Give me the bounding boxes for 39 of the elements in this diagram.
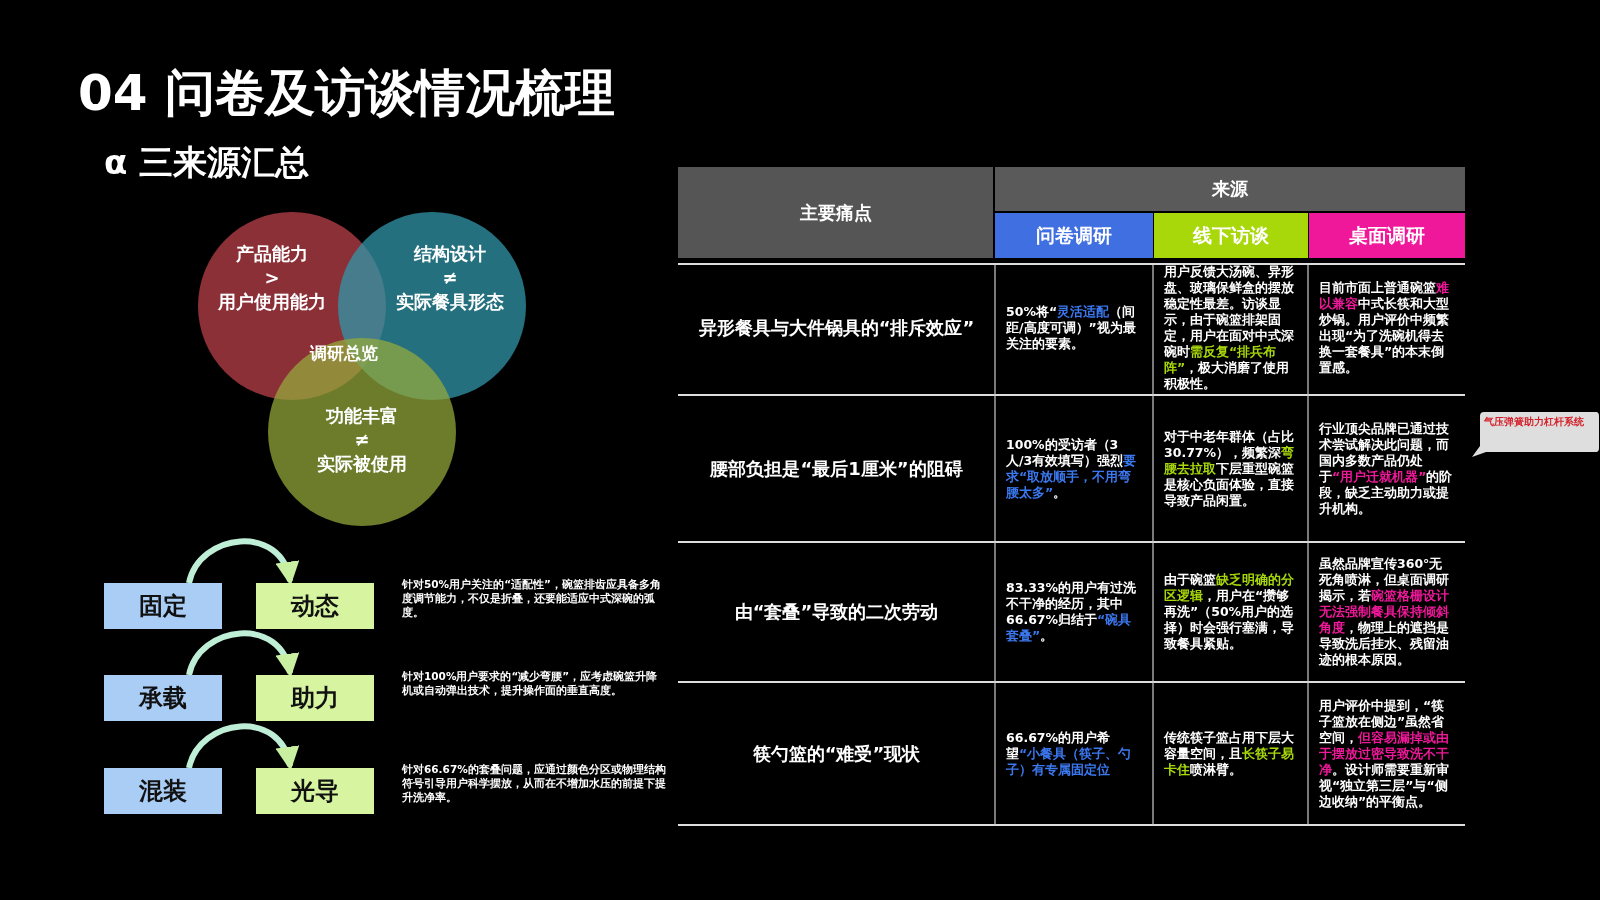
header-cell: 主要痛点 [678, 167, 993, 258]
label-box: 固定 [104, 583, 222, 629]
note-text: 针对100%用户要求的“减少弯腰”，应考虑碗篮升降机或自动弹出技术，提升操作面的垂直高度。 [402, 669, 659, 697]
finding-text: 50%将“灵活适配（间距/高度可调）”视为最关注的要素。 [1006, 303, 1137, 352]
circle-label: 产品能力 > 用户使用能力 [218, 242, 326, 314]
header-cell: 线下访谈 [1154, 213, 1308, 258]
finding-text: 由于碗篮缺乏明确的分区逻辑，用户在“攒够再洗”（50%用户的选择）时会强行塞满，导致餐具紧贴。 [1164, 572, 1295, 652]
finding-text: 用户评价中提到，“筷子篮放在侧边”虽然省空间，但容易漏掉或由于摆放过密导致洗不干净。设计师需要重新审视“独立第三层”与“侧边收纳”的平衡点。 [1319, 697, 1450, 810]
header-cell: 问卷调研 [995, 213, 1153, 258]
curved-arrow [186, 723, 297, 771]
label-box: 混装 [104, 768, 222, 814]
curved-arrow [186, 538, 297, 586]
finding-text: 虽然品牌宣传360°无死角喷淋，但桌面调研揭示，若碗篮格栅设计无法强制餐具保持倾斜角度，物理上的遮挡是导致洗后挂水、残留油迹的根本原因。 [1319, 556, 1450, 668]
finding-text: 对于中老年群体（占比30.77%），频繁深弯腰去拉取下层重型碗篮是核心负面体验，直接导致产品闲置。 [1164, 428, 1296, 509]
finding-text: 用户反馈大汤碗、异形盘、玻璃保鲜盒的摆放稳定性最差。访谈显示，由于碗篮排架固定，用户在面对中式深碗时需反复“排兵布阵”，极大消磨了使用积极性。 [1164, 263, 1295, 392]
pain-point-text: 由“套叠”导致的二次劳动 [734, 600, 939, 624]
overlap-label: 调研总览 [310, 342, 378, 365]
label-box: 承载 [104, 675, 222, 721]
pain-point-text: 筷勺篮的“难受”现状 [752, 741, 921, 766]
finding-text: 传统筷子篮占用下层大容量空间，且长筷子易卡住喷淋臂。 [1164, 729, 1295, 778]
pain-point-text: 异形餐具与大件锅具的“排斥效应” [698, 315, 975, 340]
curved-arrow [186, 630, 297, 678]
circle-label: 结构设计 ≠ 实际餐具形态 [396, 242, 504, 314]
finding-text: 目前市面上普通碗篮难以兼容中式长筷和大型炒锅。用户评价中频繁出现“为了洗碗机得去换一套餐具”的本末倒置感。 [1319, 279, 1450, 376]
note-text: 针对66.67%的套叠问题，应通过颜色分区或物理结构符号引导用户科学摆放，从而在不增加水压的前提下提升洗净率。 [402, 762, 667, 804]
finding-text: 83.33%的用户有过洗不干净的经历，其中66.67%归结于“碗具套叠”。 [1006, 580, 1138, 644]
finding-text: 行业顶尖品牌已通过技术尝试解决此问题，而国内多数产品仍处于“用户迁就机器”的阶段，缺乏主动助力或提升机构。 [1319, 420, 1454, 517]
pain-point-text: 腰部负担是“最后1厘米”的阻碍 [710, 456, 963, 481]
note-text: 针对50%用户关注的“适配性”，碗篮排齿应具备多角度调节能力，不仅是折叠，还要能适应中式深碗的弧度。 [402, 577, 662, 619]
label-box: 助力 [256, 675, 374, 721]
circle-label: 功能丰富 ≠ 实际被使用 [317, 404, 407, 476]
label-box: 光导 [256, 768, 374, 814]
section-heading: α 三来源汇总 [104, 141, 310, 184]
header-cell: 来源 [995, 167, 1465, 211]
finding-text: 66.67%的用户希望“小餐具（筷子、勺子）有专属固定位 [1006, 729, 1133, 778]
header-cell: 桌面调研 [1309, 213, 1465, 258]
slide-title: 04 问卷及访谈情况梳理 [78, 63, 615, 124]
finding-text: 100%的受访者（3人/3有效填写）强烈要求“取放顺手，不用弯腰太多”。 [1006, 436, 1138, 501]
label-box: 动态 [256, 583, 374, 629]
